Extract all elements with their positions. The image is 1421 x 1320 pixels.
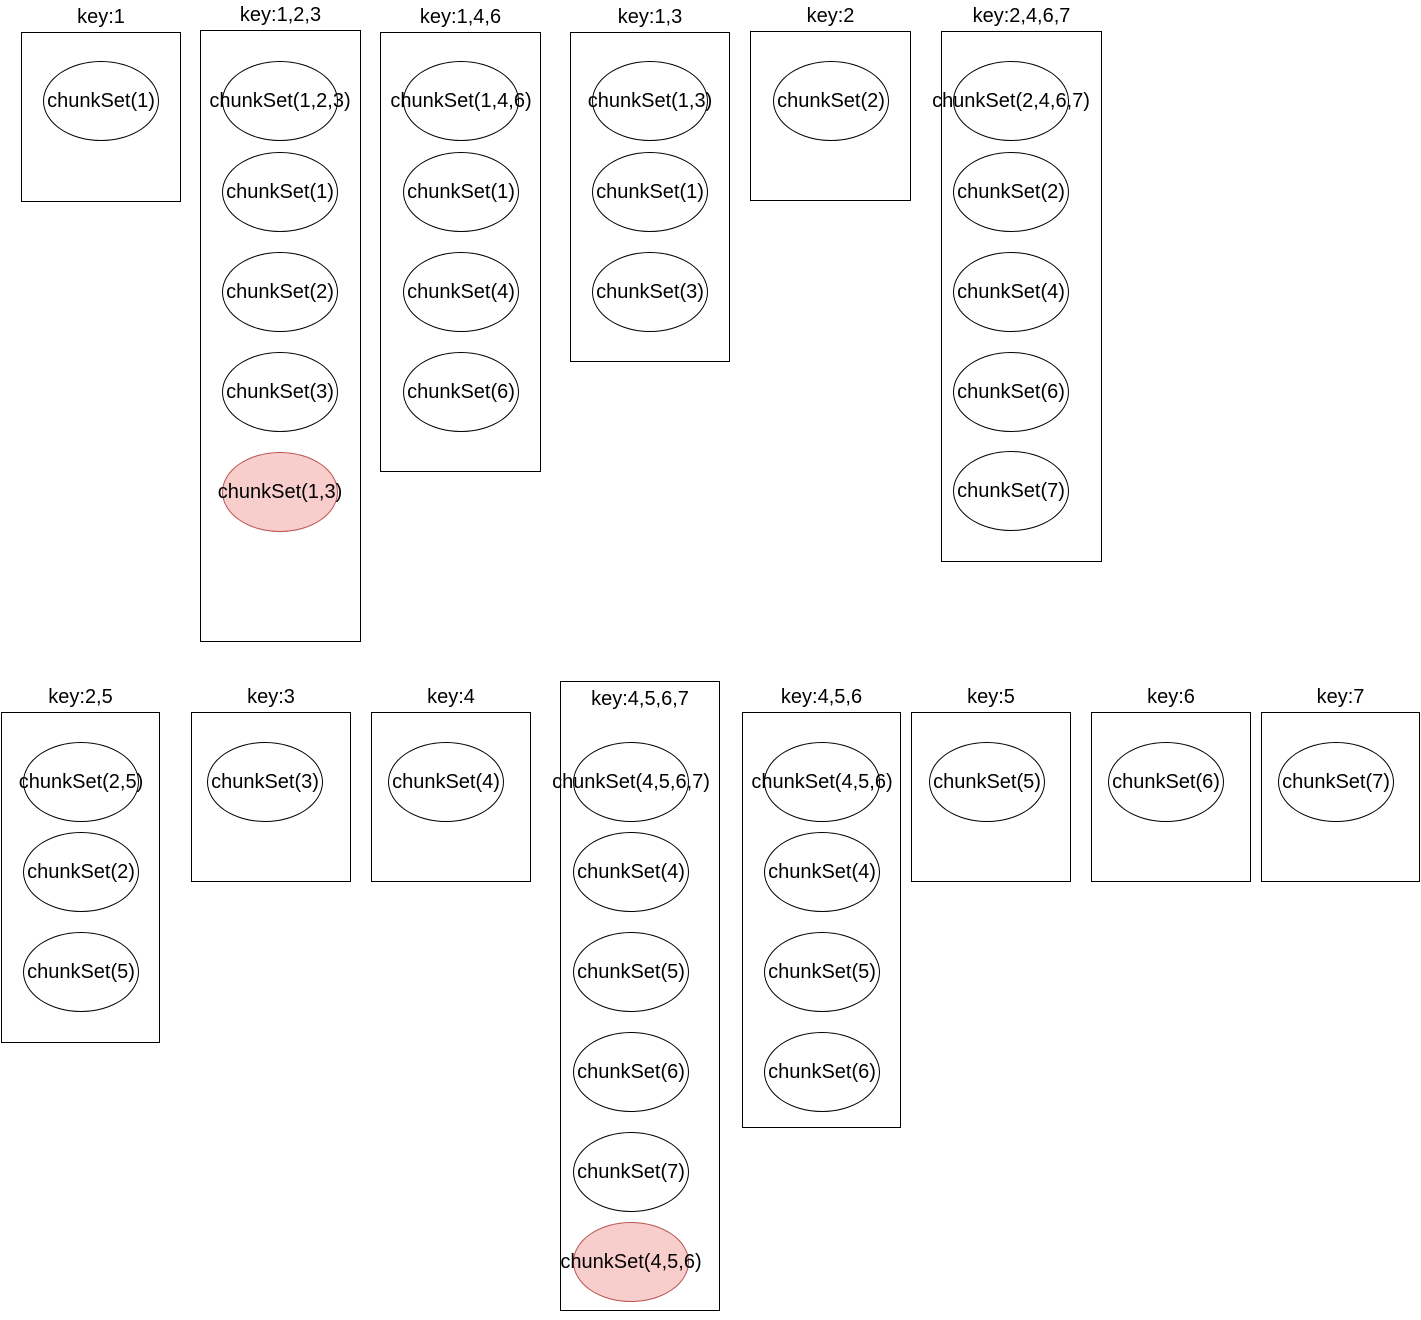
group-label: key:1 (77, 6, 125, 28)
chunkset-node-label: chunkSet(5) (768, 961, 876, 983)
group-label: key:7 (1316, 686, 1365, 708)
chunkset-node: chunkSet(1) (592, 152, 708, 232)
chunkset-node-label: chunkSet(2) (777, 90, 885, 112)
group-label: key:1,3 (617, 6, 683, 28)
chunkset-node: chunkSet(1,4,6) (390, 61, 532, 141)
chunkset-node: chunkSet(2) (222, 252, 338, 332)
chunkset-node-label: chunkSet(2,5) (18, 771, 144, 793)
group-label: key:4,5,6,7 (591, 688, 689, 710)
chunkset-node-label: chunkSet(4) (392, 771, 500, 793)
chunkset-node: chunkSet(6) (573, 1032, 689, 1112)
chunkset-node: chunkSet(6) (1108, 742, 1224, 822)
chunkset-node: chunkSet(3) (592, 252, 708, 332)
chunkset-node: chunkSet(4) (764, 832, 880, 912)
chunkset-node: chunkSet(1,3) (588, 61, 712, 141)
chunkset-node-label: chunkSet(1) (596, 181, 704, 203)
chunkset-node: chunkSet(2,5) (19, 742, 143, 822)
chunkset-node: chunkSet(6) (764, 1032, 880, 1112)
chunkset-node-label: chunkSet(2) (27, 861, 135, 883)
group-label: key:6 (1147, 686, 1195, 708)
chunkset-node-label: chunkSet(7) (957, 480, 1065, 502)
chunkset-node: chunkSet(6) (953, 352, 1069, 432)
chunkset-node-highlighted: chunkSet(4,5,6) (560, 1222, 702, 1302)
group-label: key:2 (806, 5, 855, 27)
chunkset-node: chunkSet(2,4,6,7) (932, 61, 1090, 141)
chunkset-node-label: chunkSet(4) (957, 281, 1065, 303)
chunkset-node: chunkSet(4) (388, 742, 504, 822)
chunkset-node-label: chunkSet(5) (933, 771, 1041, 793)
chunkset-node: chunkSet(1) (222, 152, 338, 232)
chunkset-node: chunkSet(2) (953, 152, 1069, 232)
chunkset-node: chunkSet(1,2,3) (209, 61, 351, 141)
chunkset-node: chunkSet(5) (929, 742, 1045, 822)
group-label: key:5 (967, 686, 1015, 708)
chunkset-node-label: chunkSet(1,3) (587, 90, 713, 112)
chunkset-node: chunkSet(2) (773, 61, 889, 141)
group-label: key:1,4,6 (419, 6, 502, 28)
chunkset-node: chunkSet(4) (403, 252, 519, 332)
chunkset-node: chunkSet(2) (23, 832, 139, 912)
chunkset-node-label: chunkSet(6) (577, 1061, 685, 1083)
chunkset-node-label: chunkSet(5) (27, 961, 135, 983)
group-label: key:4,5,6 (780, 686, 863, 708)
chunkset-node-label: chunkSet(2) (226, 281, 334, 303)
chunkset-node-label: chunkSet(1,3) (217, 481, 343, 503)
group-label: key:4 (427, 686, 475, 708)
chunkset-node-label: chunkSet(4) (407, 281, 515, 303)
chunkset-node: chunkSet(1) (403, 152, 519, 232)
chunkset-node-label: chunkSet(1) (226, 181, 334, 203)
chunkset-node-label: chunkSet(1) (407, 181, 515, 203)
chunkset-node: chunkSet(6) (403, 352, 519, 432)
chunkset-node: chunkSet(4,5,6,7) (552, 742, 710, 822)
chunkset-node: chunkSet(7) (1278, 742, 1394, 822)
chunkset-node: chunkSet(5) (23, 932, 139, 1012)
chunkset-node-label: chunkSet(4) (768, 861, 876, 883)
chunkset-node-label: chunkSet(6) (1112, 771, 1220, 793)
chunkset-node: chunkSet(4) (573, 832, 689, 912)
chunkset-node-label: chunkSet(4,5,6) (560, 1251, 702, 1273)
chunkset-node: chunkSet(7) (573, 1132, 689, 1212)
chunkset-node-label: chunkSet(2,4,6,7) (932, 90, 1090, 112)
chunkset-node-label: chunkSet(1,4,6) (390, 90, 532, 112)
group-label: key:3 (247, 686, 295, 708)
chunkset-node-label: chunkSet(3) (596, 281, 704, 303)
chunkset-node: chunkSet(7) (953, 451, 1069, 531)
chunkset-node-highlighted: chunkSet(1,3) (218, 452, 342, 532)
group-label: key:2,5 (48, 686, 113, 708)
chunkset-node-label: chunkSet(2) (957, 181, 1065, 203)
chunkset-node-label: chunkSet(7) (577, 1161, 685, 1183)
chunkset-node: chunkSet(4) (953, 252, 1069, 332)
chunkset-node-label: chunkSet(3) (226, 381, 334, 403)
chunkset-node: chunkSet(5) (764, 932, 880, 1012)
chunkset-node-label: chunkSet(3) (211, 771, 319, 793)
chunkset-node-label: chunkSet(1,2,3) (209, 90, 351, 112)
chunkset-node-label: chunkSet(6) (957, 381, 1065, 403)
chunkset-node-label: chunkSet(6) (407, 381, 515, 403)
chunkset-node-label: chunkSet(4,5,6,7) (552, 771, 710, 793)
chunkset-node: chunkSet(4,5,6) (751, 742, 893, 822)
chunkset-node: chunkSet(1) (43, 61, 159, 141)
group-label: key:1,2,3 (239, 4, 322, 26)
chunkset-node-label: chunkSet(4,5,6) (751, 771, 893, 793)
chunkset-node-label: chunkSet(6) (768, 1061, 876, 1083)
chunkset-node-label: chunkSet(5) (577, 961, 685, 983)
chunkset-node: chunkSet(5) (573, 932, 689, 1012)
chunkset-node-label: chunkSet(7) (1282, 771, 1390, 793)
chunkset-node: chunkSet(3) (222, 352, 338, 432)
group-label: key:2,4,6,7 (972, 5, 1071, 27)
chunkset-node-label: chunkSet(4) (577, 861, 685, 883)
chunkset-node: chunkSet(3) (207, 742, 323, 822)
chunkset-node-label: chunkSet(1) (47, 90, 155, 112)
